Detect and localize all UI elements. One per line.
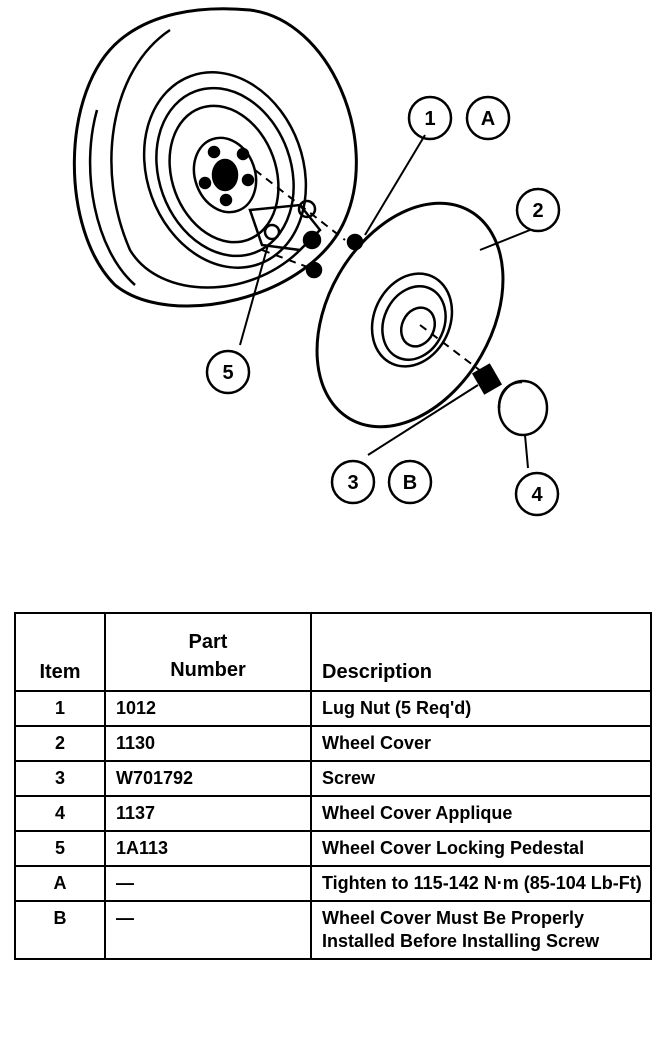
row-description: Tighten to 115-142 N·m (85-104 Lb-Ft) xyxy=(310,865,652,902)
assembly-lines xyxy=(254,169,491,379)
screw xyxy=(471,363,503,395)
row-item: 3 xyxy=(14,760,106,797)
callout-1-label: 1 xyxy=(424,108,435,130)
callout-circles xyxy=(205,95,561,517)
table-row: 4 1137 Wheel Cover Applique xyxy=(14,795,652,832)
row-item: A xyxy=(14,865,106,902)
row-item: 5 xyxy=(14,830,106,867)
hub xyxy=(192,136,258,214)
row-item: 1 xyxy=(14,690,106,727)
callout-3-label: 3 xyxy=(347,472,358,494)
row-item: 2 xyxy=(14,725,106,762)
row-part-number: 1130 xyxy=(104,725,312,762)
row-item: B xyxy=(14,900,106,960)
table-row: 5 1A113 Wheel Cover Locking Pedestal xyxy=(14,830,652,867)
table-row: A — Tighten to 115-142 N·m (85-104 Lb-Ft… xyxy=(14,865,652,902)
wheel-cover xyxy=(315,201,505,429)
callout-b-label: B xyxy=(403,472,417,494)
callout-5-label: 5 xyxy=(222,362,233,384)
row-part-number: 1012 xyxy=(104,690,312,727)
row-part-number: — xyxy=(104,865,312,902)
wheel-cover-applique xyxy=(497,379,549,437)
header-description: Description xyxy=(310,612,652,692)
callout-4-label: 4 xyxy=(531,484,543,506)
row-part-number: W701792 xyxy=(104,760,312,797)
table-row: 2 1130 Wheel Cover xyxy=(14,725,652,762)
table-row: 3 W701792 Screw xyxy=(14,760,652,797)
tire xyxy=(72,7,358,308)
leader-lines xyxy=(239,134,531,469)
callout-2-label: 2 xyxy=(532,200,543,222)
row-description: Wheel Cover Locking Pedestal xyxy=(310,830,652,867)
callout-a-label: A xyxy=(481,108,495,130)
table-row: 1 1012 Lug Nut (5 Req'd) xyxy=(14,690,652,727)
row-description: Wheel Cover Must Be Properly Installed B… xyxy=(310,900,652,960)
exploded-wheel-diagram: 1 A 2 5 3 B 4 xyxy=(72,7,561,517)
header-part-number: Part Number xyxy=(104,612,312,692)
header-item: Item xyxy=(14,612,106,692)
parts-table: Item Part Number Description 1 1012 Lug … xyxy=(14,612,652,960)
row-part-number: 1A113 xyxy=(104,830,312,867)
table-header-row: Item Part Number Description xyxy=(14,612,652,692)
row-part-number: 1137 xyxy=(104,795,312,832)
row-description: Lug Nut (5 Req'd) xyxy=(310,690,652,727)
locking-pedestal xyxy=(248,199,322,252)
row-description: Wheel Cover xyxy=(310,725,652,762)
row-part-number: — xyxy=(104,900,312,960)
row-item: 4 xyxy=(14,795,106,832)
row-description: Screw xyxy=(310,760,652,797)
header-part-line2: Number xyxy=(170,659,246,681)
table-row: B — Wheel Cover Must Be Properly Install… xyxy=(14,900,652,960)
wheel-rim xyxy=(142,71,308,269)
header-part-line1: Part xyxy=(188,631,228,653)
row-description: Wheel Cover Applique xyxy=(310,795,652,832)
